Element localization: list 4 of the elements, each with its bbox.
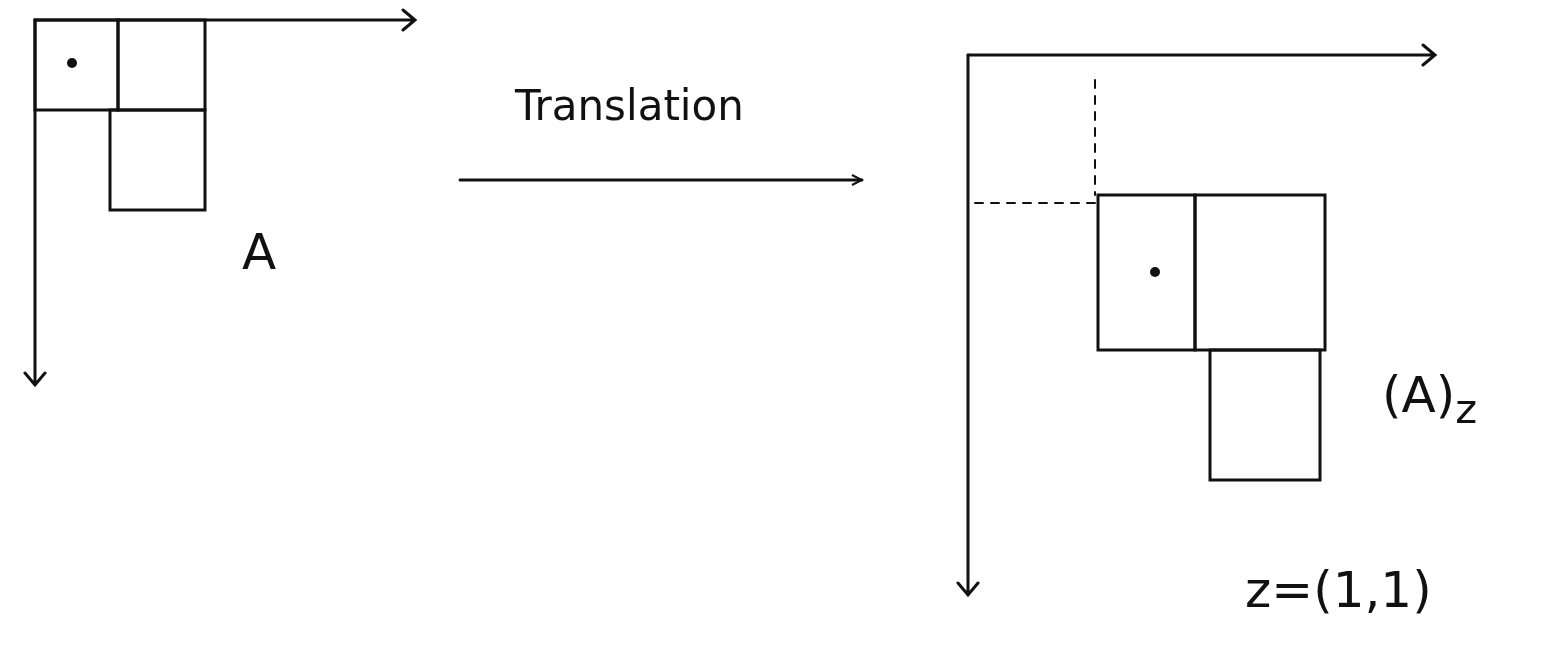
vector-label: z=(1,1) xyxy=(1245,565,1432,615)
set-label: (A)$_{z}$ xyxy=(1382,370,1478,430)
set-label: A xyxy=(242,227,277,277)
arrow xyxy=(458,174,864,186)
